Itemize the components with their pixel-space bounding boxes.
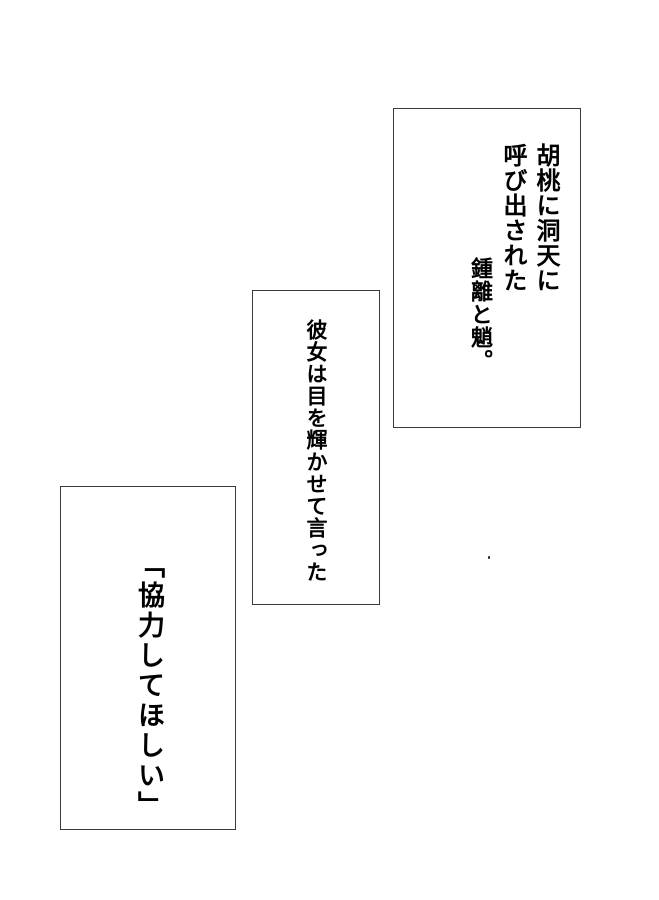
ink-speck	[488, 556, 490, 559]
dialogue-box: 「協力してほしい」	[60, 486, 236, 830]
narration-line-1: 胡桃に洞天に	[532, 143, 560, 293]
narration-box-2: 彼女は目を輝かせて言った	[252, 290, 380, 605]
narration-line-3: 鍾離と魈。	[467, 257, 492, 372]
narration-box-1: 胡桃に洞天に呼び出された鍾離と魈。	[393, 108, 581, 428]
dialogue-text: 「協力してほしい」	[133, 551, 164, 821]
narration-text-1: 胡桃に洞天に呼び出された鍾離と魈。	[462, 143, 562, 372]
narration-line-4: 彼女は目を輝かせて言った	[304, 319, 328, 583]
narration-line-2: 呼び出された	[499, 143, 527, 293]
narration-text-2: 彼女は目を輝かせて言った	[304, 319, 328, 583]
dialogue-line: 「協力してほしい」	[133, 551, 164, 821]
